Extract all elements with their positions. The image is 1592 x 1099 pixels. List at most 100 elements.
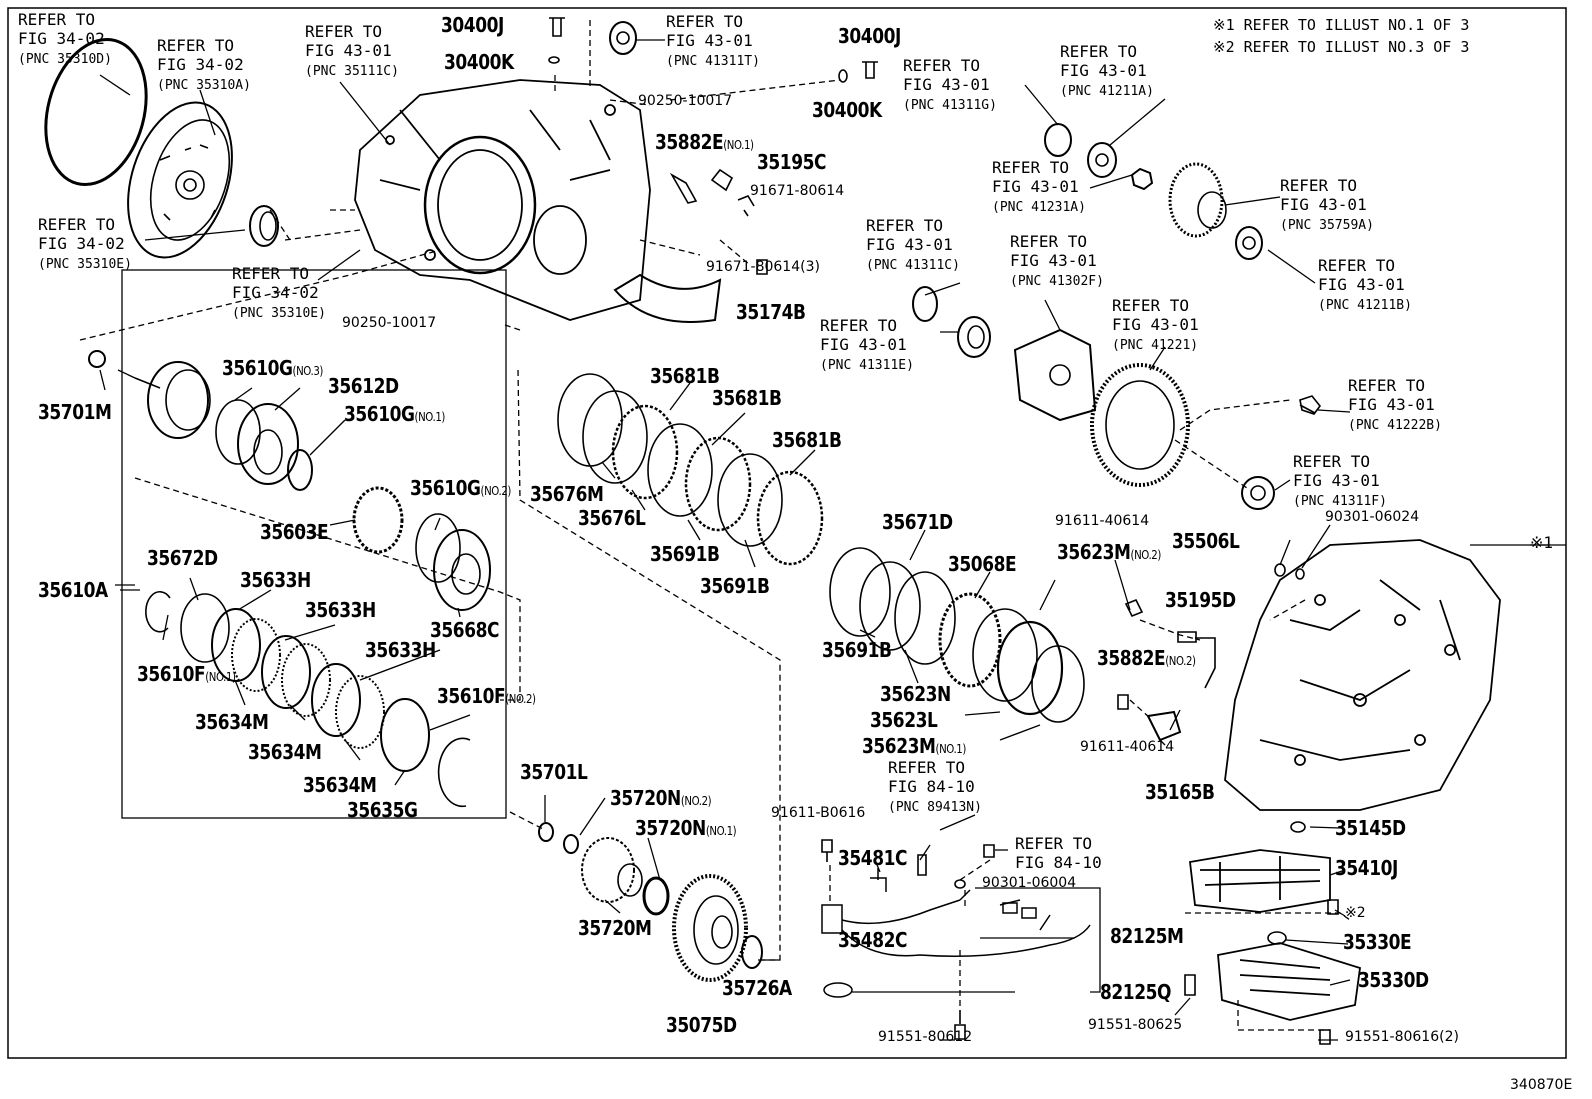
part-number: 35676L <box>578 506 646 530</box>
part-number-label: 35165B <box>1145 782 1215 802</box>
part-code-label: 91611-40614 <box>1055 513 1150 529</box>
bolt-30400j <box>549 17 565 37</box>
seal-41311g <box>1044 123 1072 157</box>
part-number: 35410J <box>1335 856 1398 880</box>
part-code-label: 91611-40614 <box>1080 739 1175 755</box>
part-number-label: 35701L <box>520 762 588 782</box>
part-code-label: 91671-80614 <box>750 183 845 199</box>
part-number-label: 35330E <box>1343 930 1412 954</box>
part-number: 35506L <box>1172 529 1240 553</box>
part-number-label: 35671D <box>882 512 953 532</box>
clutch-pack-middle <box>557 373 824 566</box>
oil-strainer-35330d <box>1217 942 1361 1021</box>
part-variant: (NO.2) <box>1165 654 1196 668</box>
reference-pnc: (PNC 41211A) <box>1060 84 1154 99</box>
part-variant: (NO.1) <box>723 138 754 152</box>
bolt-41222b <box>1299 395 1322 415</box>
note-1: ※1 REFER TO ILLUST NO.1 OF 3 <box>1213 16 1470 34</box>
bolt-91551-80616 <box>1319 1029 1331 1045</box>
part-code-label: 91551-80612 <box>878 1029 973 1045</box>
reference-callout: REFER TO FIG 43-01(PNC 41311T) <box>666 12 760 71</box>
illustration-code: 340870E <box>1510 1077 1573 1093</box>
part-number-label: 35330D <box>1358 970 1429 990</box>
part-number: 35691B <box>822 638 892 662</box>
part-number: 35195D <box>1165 588 1236 612</box>
part-number-label: 35610G(NO.3) <box>222 358 323 378</box>
clamp-35195c <box>710 168 734 192</box>
part-number: 35633H <box>240 568 311 592</box>
part-number-label: 35681B <box>650 366 720 386</box>
o-ring-90301-06004 <box>954 879 966 889</box>
part-number: 35633H <box>305 598 376 622</box>
part-code-label: ※2 <box>1345 905 1366 921</box>
washer-35726a <box>741 935 763 969</box>
part-number-label: 35195C <box>757 150 827 174</box>
part-code-label: 90250-10017 <box>342 315 437 331</box>
seal-41311c <box>912 286 938 322</box>
part-number: 30400K <box>444 50 514 74</box>
part-number: 35681B <box>650 364 720 388</box>
reference-pnc: (PNC 89413N) <box>888 800 982 815</box>
part-number: 30400J <box>838 24 901 48</box>
part-number-label: 35676L <box>578 506 646 530</box>
part-number: 35701M <box>38 400 112 424</box>
reference-text: REFER TO FIG 34-02 <box>232 264 319 302</box>
reference-callout: REFER TO FIG 43-01 (PNC 41211A) <box>1060 42 1154 101</box>
part-number-label: 35720N(NO.2) <box>610 788 712 808</box>
bearing-41211b <box>1235 226 1263 260</box>
clamp-35195d <box>1177 631 1216 689</box>
planetary-35720m <box>581 837 643 903</box>
seal-41311f <box>1241 476 1275 510</box>
part-number-label: 35701M <box>38 402 112 422</box>
gasket-35145d <box>1290 821 1306 833</box>
part-number: 35195C <box>757 150 827 174</box>
part-number-label: 35882E(NO.1) <box>655 132 754 152</box>
part-variant: (NO.2) <box>505 692 536 706</box>
reference-text: REFER TO FIG 34-02 <box>18 10 105 48</box>
part-number-label: 82125Q <box>1100 982 1171 1002</box>
clutch-pack-right <box>829 547 1085 723</box>
part-number: 35623L <box>870 708 938 732</box>
reference-text: REFER TO FIG 43-01 <box>1348 376 1435 414</box>
part-number-label: 35610G(NO.1) <box>344 404 445 424</box>
part-number: 35482C <box>838 928 908 952</box>
bolt-91611b0616 <box>821 839 833 862</box>
part-number-label: 35068E <box>948 554 1017 574</box>
reference-text: REFER TO FIG 43-01 <box>1060 42 1147 80</box>
part-number: 35671D <box>882 510 953 534</box>
part-variant: (NO.1) <box>705 824 737 838</box>
part-number-label: 30400J <box>441 15 504 35</box>
part-number-label: 35691B <box>700 576 770 596</box>
reference-pnc: (PNC 35310E) <box>232 306 326 321</box>
part-number-label: 35612D <box>328 376 399 396</box>
reference-pnc: (PNC 35111C) <box>305 64 399 79</box>
part-number-label: 35720N(NO.1) <box>635 818 737 838</box>
reference-callout: REFER TO FIG 43-01(PNC 41222B) <box>1348 376 1442 435</box>
part-number-label: 35075D <box>666 1015 737 1035</box>
reference-text: REFER TO FIG 43-01 <box>992 158 1079 196</box>
part-variant: (NO.2) <box>1130 548 1162 562</box>
reference-text: REFER TO FIG 43-01 <box>820 316 907 354</box>
reference-pnc: (PNC 41311G) <box>903 98 997 113</box>
part-number-label: 35410J <box>1335 858 1398 878</box>
part-number: 35330E <box>1343 930 1412 954</box>
seal-41311t <box>609 21 637 55</box>
part-number-label: 82125M <box>1110 926 1184 946</box>
part-number: 35330D <box>1358 968 1429 992</box>
bushing-35310e <box>249 205 279 247</box>
part-number-label: 35623N <box>880 684 951 704</box>
part-number: 35681B <box>712 386 782 410</box>
part-number-label: 35726A <box>722 978 792 998</box>
part-number: 35075D <box>666 1013 737 1037</box>
part-code-label: 91611-B0616 <box>771 805 866 821</box>
part-number: 30400K <box>812 98 882 122</box>
part-number-label: 35145D <box>1335 818 1406 838</box>
reference-text: REFER TO FIG 43-01 <box>666 12 753 50</box>
ring-35720n-no1 <box>642 876 670 916</box>
gear-35075d <box>672 874 748 982</box>
ring-35701l <box>538 822 554 842</box>
part-number-label: 35623L <box>870 708 938 732</box>
reference-text: REFER TO FIG 43-01 <box>305 22 392 60</box>
part-number-label: 35633H <box>240 570 311 590</box>
